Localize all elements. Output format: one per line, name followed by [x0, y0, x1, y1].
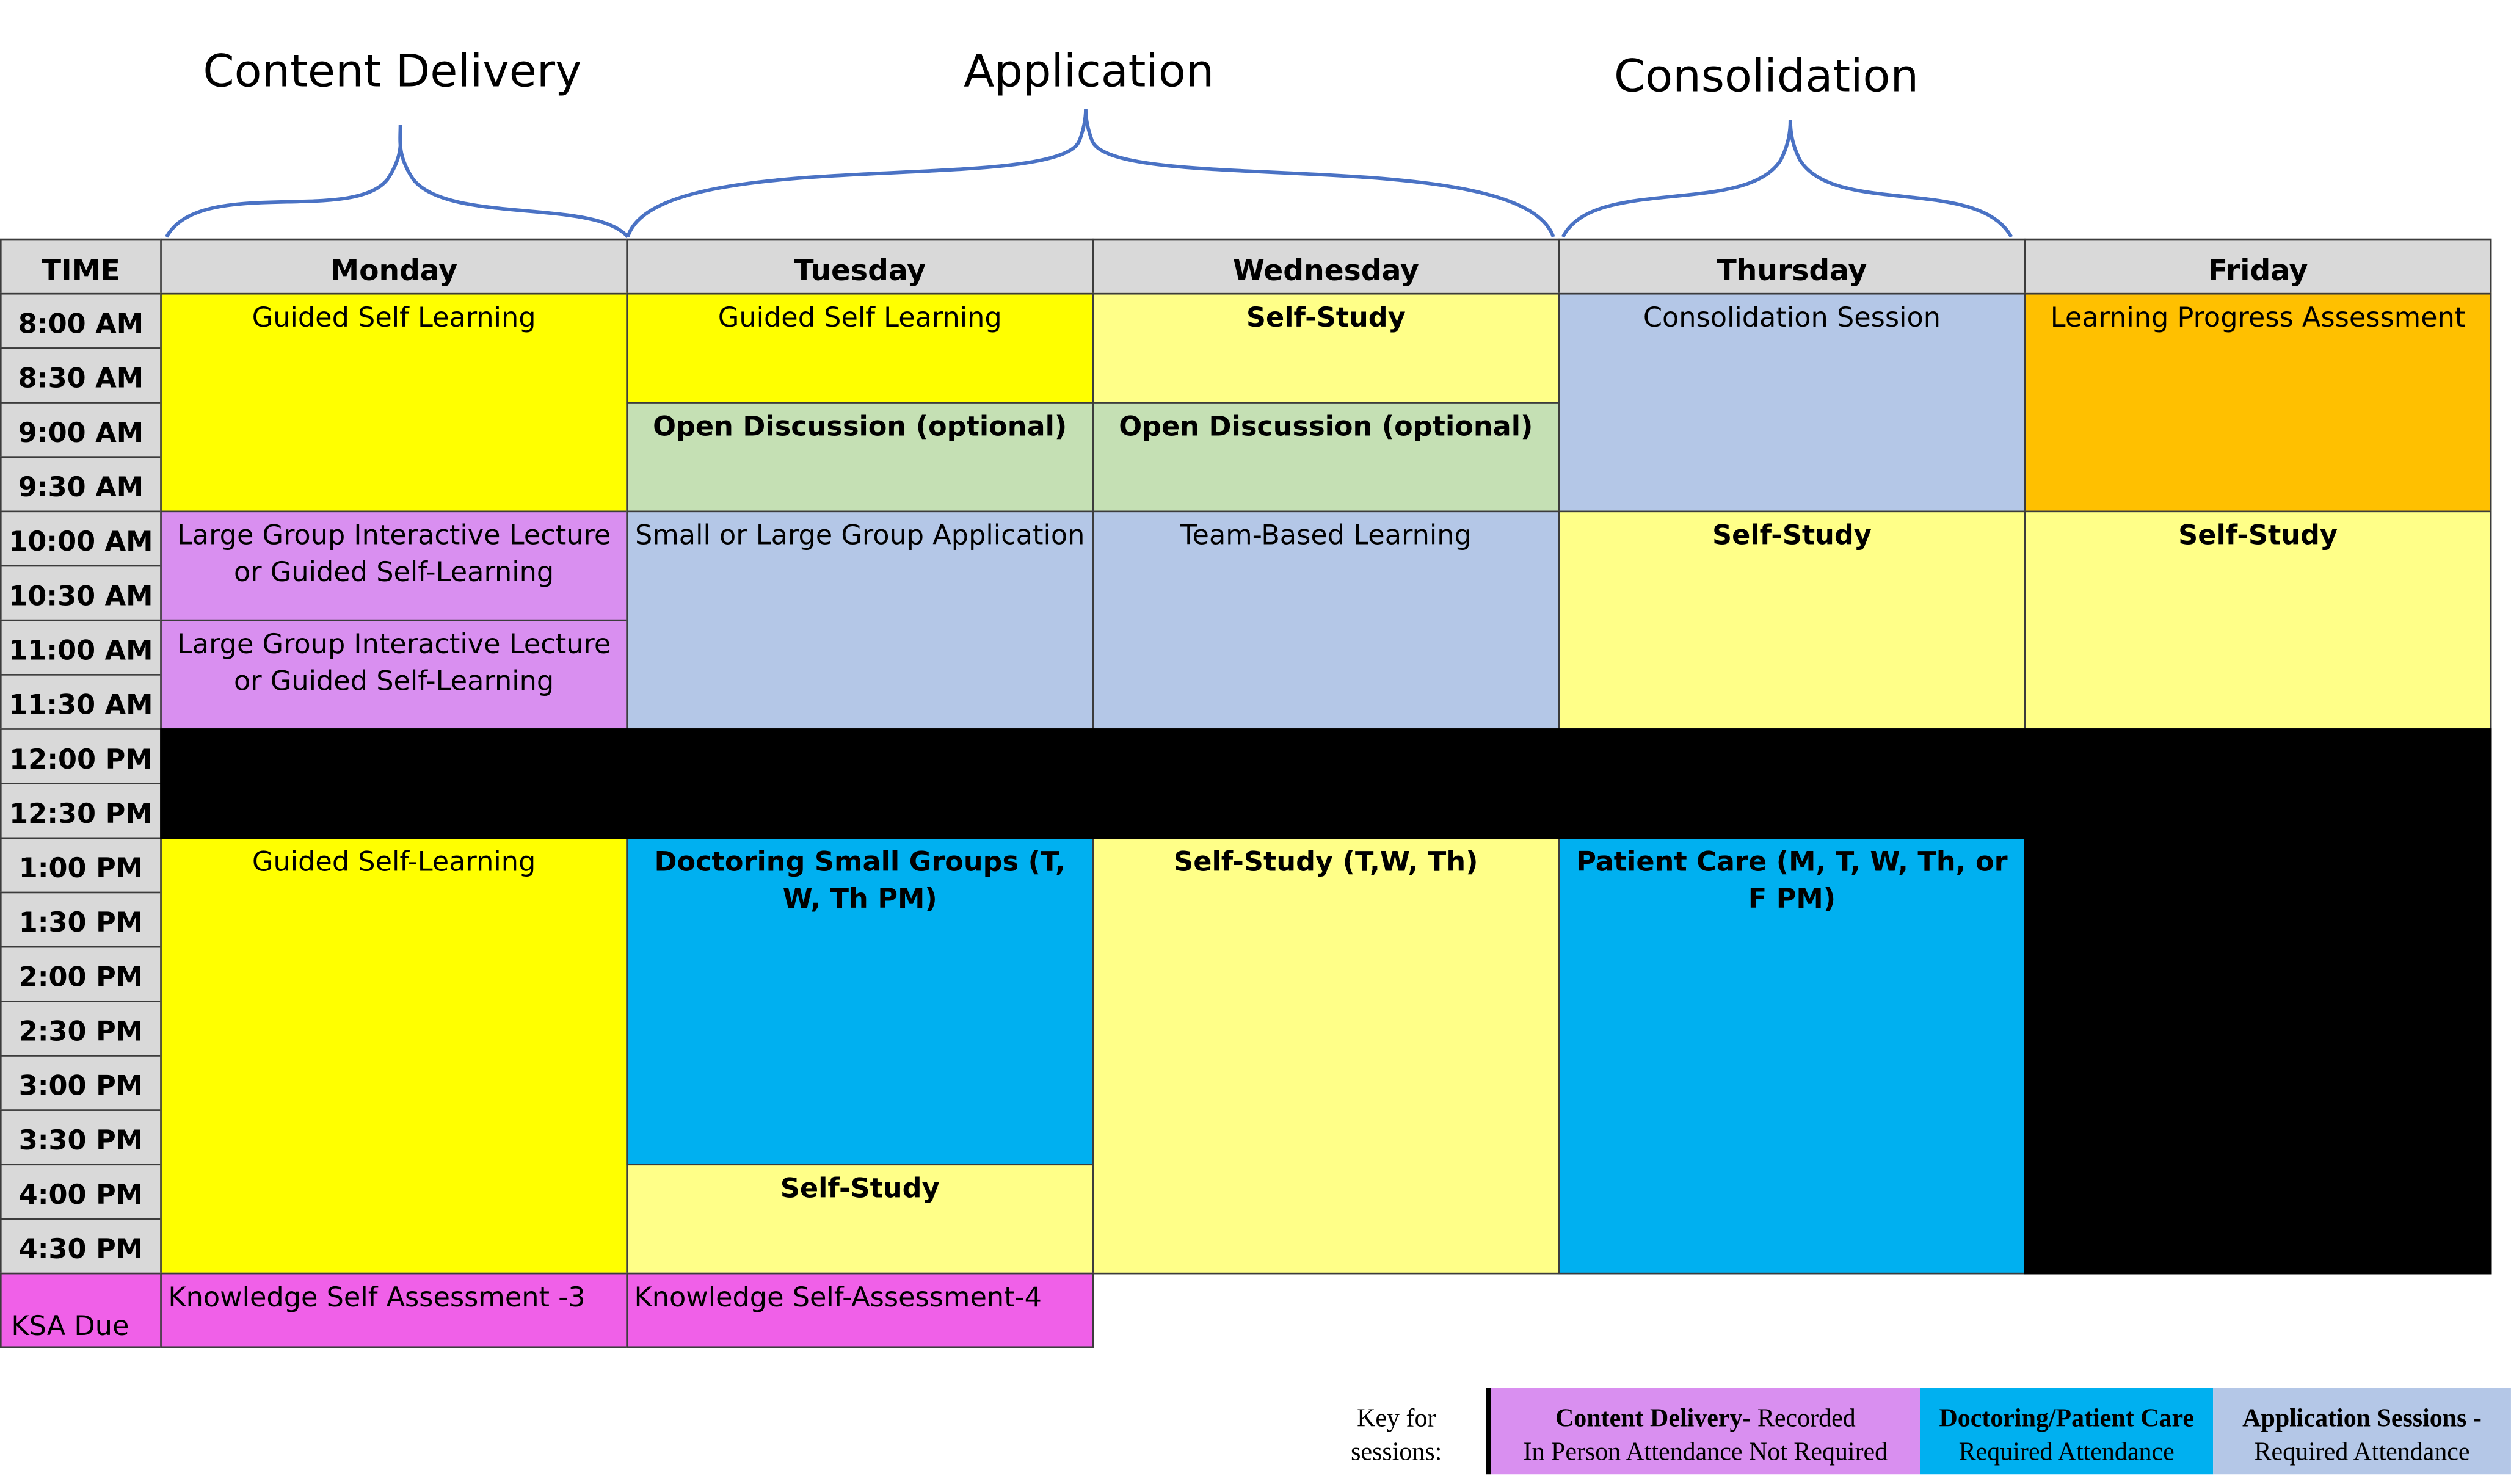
key-application-title: Application Sessions -: [2242, 1405, 2482, 1433]
phase-braces: [165, 109, 2013, 239]
phase-label-consolidation: Consolidation: [1614, 49, 1919, 103]
key-application: Application Sessions - Required Attendan…: [2213, 1388, 2511, 1475]
session-large-group-interactive-lecture-or-guided-self-learning: Large Group Interactive Lecture or Guide…: [160, 619, 628, 730]
session-small-or-large-group-application: Small or Large Group Application: [626, 510, 1094, 730]
key-doctoring: Doctoring/Patient Care Required Attendan…: [1920, 1388, 2214, 1475]
time-slot: 2:00 PM: [0, 946, 162, 1002]
key-content-delivery-note: In Person Attendance Not Required: [1523, 1439, 1888, 1467]
column-header-time: TIME: [0, 238, 162, 295]
session-guided-self-learning: Guided Self-Learning: [160, 837, 628, 1275]
session-self-study: Self-Study: [1092, 292, 1560, 404]
brace-application: [626, 109, 1555, 238]
time-slot: 1:00 PM: [0, 837, 162, 894]
session-consolidation-session: Consolidation Session: [1558, 292, 2026, 513]
ksa-due-label: KSA Due: [0, 1272, 162, 1348]
time-slot: 1:30 PM: [0, 891, 162, 948]
column-header-thursday: Thursday: [1558, 238, 2026, 295]
session-self-study: Self-Study: [2024, 510, 2492, 730]
time-slot: 10:00 AM: [0, 510, 162, 567]
time-slot: 11:30 AM: [0, 674, 162, 730]
lunch-block: [160, 728, 2492, 839]
time-slot: 10:30 AM: [0, 565, 162, 621]
session-self-study: Self-Study: [626, 1164, 1094, 1275]
friday-afternoon-block: [2024, 837, 2492, 1275]
time-slot: 9:30 AM: [0, 456, 162, 513]
session-patient-care-m-t-w-th-or-f-pm: Patient Care (M, T, W, Th, or F PM): [1558, 837, 2026, 1275]
key-application-note: Required Attendance: [2254, 1439, 2470, 1467]
time-slot: 11:00 AM: [0, 619, 162, 676]
session-learning-progress-assessment: Learning Progress Assessment: [2024, 292, 2492, 513]
time-slot: 8:00 AM: [0, 292, 162, 349]
session-open-discussion-optional: Open Discussion (optional): [1092, 402, 1560, 513]
time-slot: 12:30 PM: [0, 783, 162, 839]
session-self-study-t-w-th: Self-Study (T,W, Th): [1092, 837, 1560, 1275]
time-slot: 8:30 AM: [0, 347, 162, 404]
session-open-discussion-optional: Open Discussion (optional): [626, 402, 1094, 513]
session-guided-self-learning: Guided Self Learning: [160, 292, 628, 513]
time-slot: 12:00 PM: [0, 728, 162, 784]
time-slot: 2:30 PM: [0, 1001, 162, 1057]
time-slot: 4:30 PM: [0, 1218, 162, 1275]
phase-label-content-delivery: Content Delivery: [203, 45, 582, 98]
column-header-monday: Monday: [160, 238, 628, 295]
time-slot: 9:00 AM: [0, 402, 162, 458]
key-doctoring-note: Required Attendance: [1958, 1439, 2175, 1467]
column-header-friday: Friday: [2024, 238, 2492, 295]
ksa-monday: Knowledge Self Assessment -3: [160, 1272, 628, 1348]
session-doctoring-small-groups-t-w-th-pm: Doctoring Small Groups (T, W, Th PM): [626, 837, 1094, 1166]
time-slot: 3:30 PM: [0, 1109, 162, 1166]
key-label: Key for sessions:: [1351, 1405, 1442, 1467]
session-self-study: Self-Study: [1558, 510, 2026, 730]
time-slot: 3:00 PM: [0, 1055, 162, 1111]
key-content-delivery: Content Delivery- Recorded In Person Att…: [1491, 1388, 1920, 1475]
key-divider: [1486, 1388, 1491, 1475]
session-large-group-interactive-lecture-or-guided-self-learning: Large Group Interactive Lecture or Guide…: [160, 510, 628, 621]
column-header-tuesday: Tuesday: [626, 238, 1094, 295]
phase-label-application: Application: [964, 45, 1215, 98]
time-slot: 4:00 PM: [0, 1164, 162, 1220]
brace-content-delivery: [165, 125, 630, 239]
key-content-delivery-title: Content Delivery-: [1555, 1405, 1751, 1433]
brace-consolidation: [1561, 120, 2013, 238]
session-team-based-learning: Team-Based Learning: [1092, 510, 1560, 730]
key-doctoring-title: Doctoring/Patient Care: [1939, 1405, 2194, 1433]
column-header-wednesday: Wednesday: [1092, 238, 1560, 295]
key-content-delivery-extra: Recorded: [1751, 1405, 1856, 1433]
session-guided-self-learning: Guided Self Learning: [626, 292, 1094, 404]
ksa-tuesday: Knowledge Self-Assessment-4: [626, 1272, 1094, 1348]
